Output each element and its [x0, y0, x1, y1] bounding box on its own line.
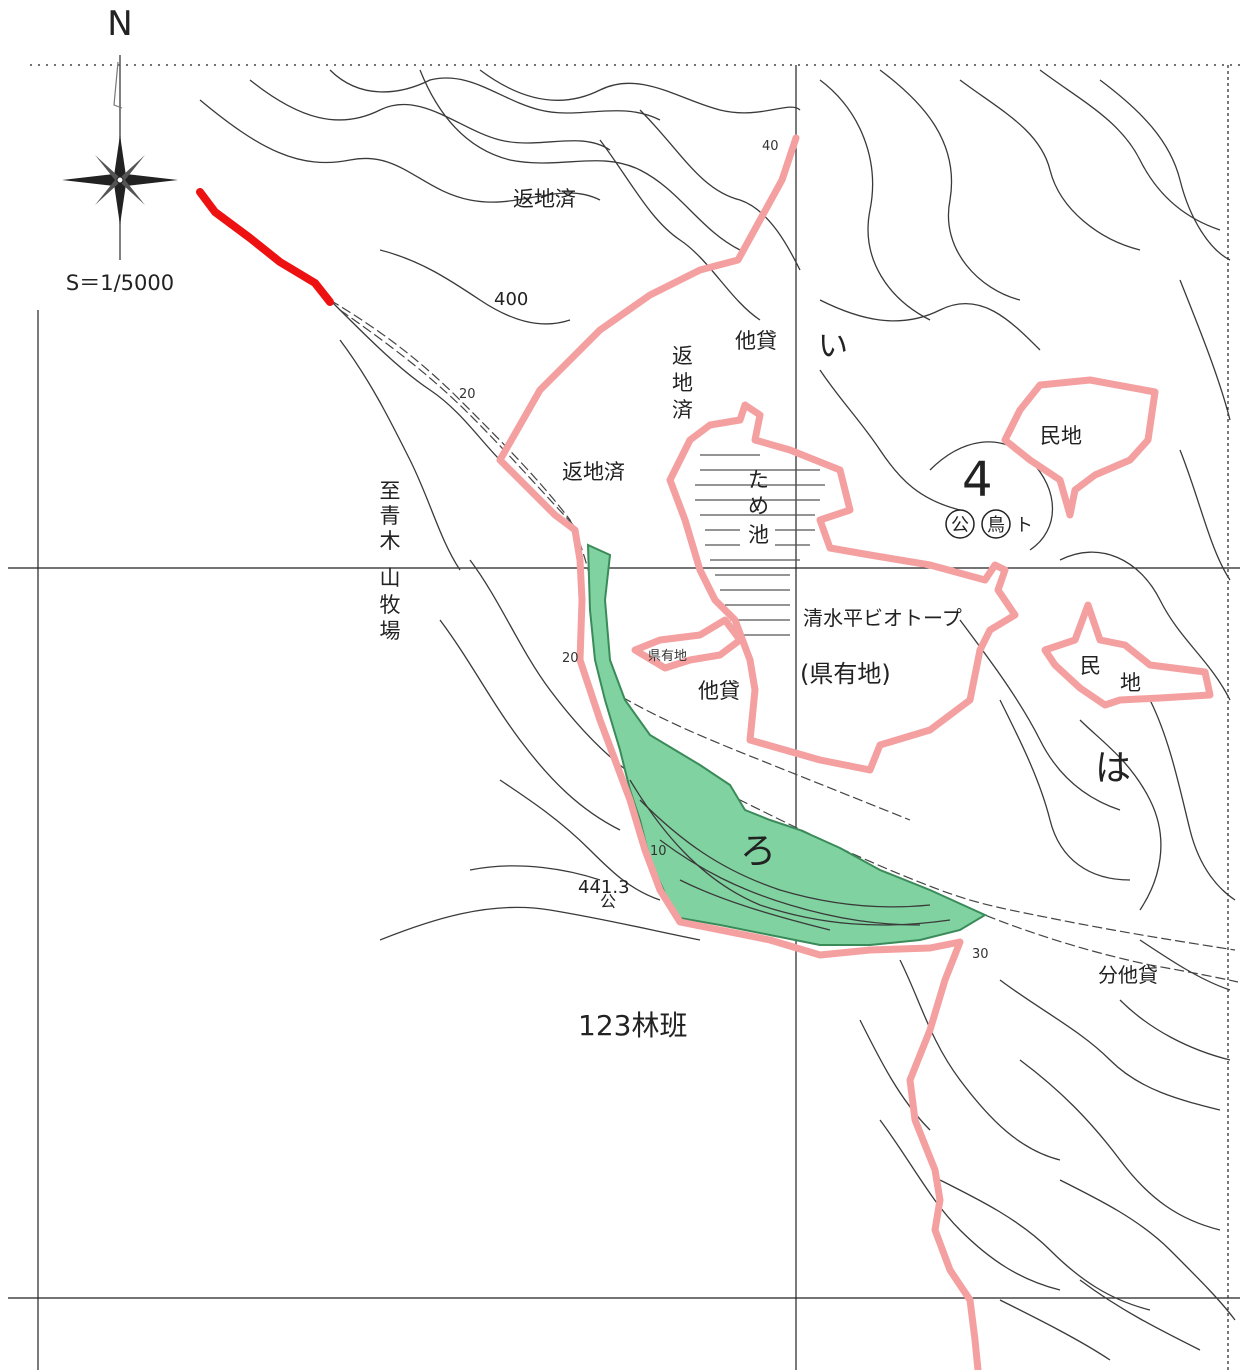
- boundary-pond: [666, 401, 1019, 774]
- label-kou: 公: [951, 515, 969, 536]
- roads: [329, 299, 1239, 983]
- label-bun-takashi: 分他貸: [1098, 963, 1158, 987]
- compass: N S＝1/5000: [62, 4, 178, 295]
- label-elev-10: 10: [650, 844, 667, 859]
- label-takashi-mid: 他貸: [698, 679, 740, 703]
- kou-circle: [945, 509, 975, 539]
- north-arrow-mark: [113, 61, 123, 109]
- label-henchisai-mid: 返地済: [562, 460, 625, 484]
- label-elev-20b: 20: [562, 651, 579, 666]
- label-ha-mark: は: [1095, 748, 1131, 789]
- label-rinpan: 123林班: [578, 1009, 687, 1042]
- north-letter: N: [107, 4, 132, 44]
- label-tameike-1: た: [748, 468, 769, 492]
- label-road-to-3: 木: [380, 529, 401, 553]
- boundary-minchi-top: [1001, 376, 1159, 519]
- boundary-minchi-right: [1041, 601, 1214, 709]
- label-henchisai-v1: 返: [672, 344, 693, 368]
- label-ro-mark: ろ: [740, 831, 776, 872]
- tori-circle: [981, 509, 1011, 539]
- label-elev-20a: 20: [459, 387, 476, 402]
- label-elev-40: 40: [762, 139, 779, 154]
- label-minchi-right-1: 民: [1080, 654, 1101, 678]
- label-spot-height: 441.3: [578, 877, 630, 898]
- boundary-lines: [496, 134, 1214, 1370]
- label-road-to-6: 場: [380, 619, 401, 643]
- label-road-to-5: 牧: [380, 593, 401, 617]
- label-minchi-right-2: 地: [1120, 671, 1141, 695]
- label-to: ト: [1015, 515, 1033, 536]
- grid-lines: [8, 64, 1240, 1370]
- label-takashi-top: 他貸: [735, 329, 777, 353]
- label-shimizudaira: 清水平ビオトープ: [803, 606, 962, 630]
- label-tori: 鳥: [987, 515, 1005, 536]
- boundary-main: [496, 134, 982, 1370]
- label-road-to-2: 青: [380, 504, 401, 528]
- label-henchisai-v3: 済: [672, 398, 693, 422]
- label-tameike-3: 池: [748, 523, 769, 547]
- label-tameike-2: め: [748, 494, 769, 518]
- label-henchisai-top: 返地済: [513, 187, 576, 211]
- label-four: 4: [962, 452, 993, 508]
- label-kenyuchi-small: 県有地: [648, 649, 687, 664]
- compass-rose-icon: [62, 135, 178, 225]
- green-area-contours: [629, 779, 951, 931]
- label-minchi-top: 民地: [1040, 424, 1082, 448]
- label-elev-30: 30: [972, 947, 989, 962]
- label-henchisai-v2: 地: [672, 371, 693, 395]
- label-i-mark: い: [818, 329, 848, 364]
- boundary-kenyuchi-small: [631, 616, 744, 672]
- red-road-line: [196, 188, 334, 306]
- map-labels: 返地済 返 地 済 返地済 他貸 い た め 池 清水平ビオトープ (県有地) …: [380, 139, 1159, 1042]
- green-area-ro: [586, 543, 988, 946]
- label-kenyuchi: (県有地): [800, 660, 891, 688]
- label-road-to-4: 山: [380, 566, 401, 590]
- label-spot-kou: 公: [600, 892, 616, 911]
- pond-hatching: [695, 454, 825, 636]
- scale-label: S＝1/5000: [66, 271, 174, 295]
- label-elev-400: 400: [494, 289, 528, 310]
- label-road-to-1: 至: [380, 479, 401, 503]
